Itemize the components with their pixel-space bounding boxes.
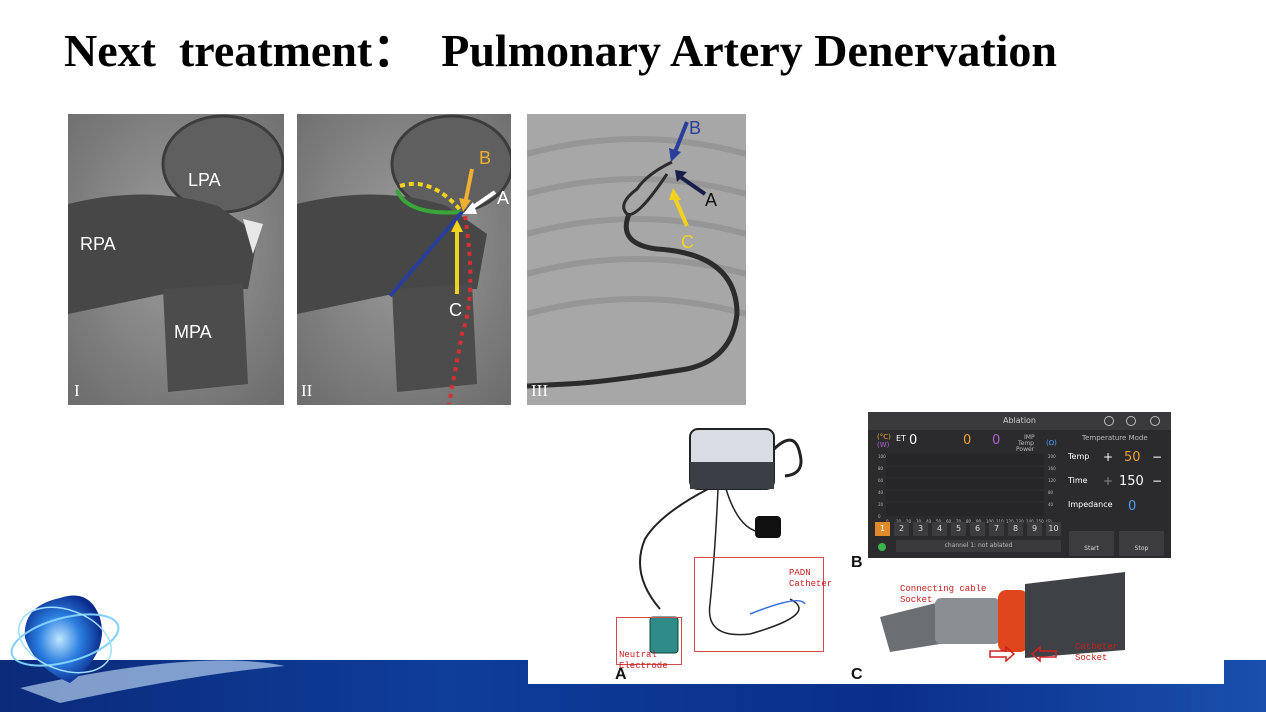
label-rpa: RPA	[80, 234, 116, 254]
legend-temp: Temp	[1018, 440, 1034, 447]
temp-value: 50	[1124, 450, 1141, 465]
channel-button-10[interactable]: 10	[1046, 522, 1061, 536]
channel-status: channel 1: not ablated	[896, 540, 1061, 552]
unit-left-2: (W)	[877, 441, 890, 449]
y-left-tick: 100	[878, 454, 886, 459]
x-axis-tick: 60	[946, 519, 952, 524]
y-left-tick: 40	[878, 490, 884, 495]
channel-button-3[interactable]: 3	[913, 522, 928, 536]
y-left-tick: 20	[878, 502, 884, 507]
console-chart	[886, 454, 1044, 516]
temp-readout: 0	[963, 433, 972, 448]
y-left-tick: 80	[878, 466, 884, 471]
angiography-panel-1: LPA RPA MPA I	[68, 114, 284, 405]
legend-imp: IMP	[1024, 434, 1035, 441]
et-label: ET	[896, 434, 906, 443]
temp-plus-button[interactable]: +	[1103, 450, 1114, 464]
angiography-panel-3: B A C III	[527, 114, 746, 405]
start-button[interactable]: Start	[1069, 531, 1114, 556]
figure-letter-b: B	[851, 554, 863, 571]
x-axis-tick: 110	[996, 519, 1004, 524]
console-title: Ablation	[868, 412, 1171, 430]
y-right-tick: 40	[1048, 502, 1054, 507]
label-b: B	[479, 148, 491, 168]
y-left-tick: 60	[878, 478, 884, 483]
x-axis-tick: 90	[976, 519, 981, 524]
unit-right: (Ω)	[1046, 439, 1057, 447]
label-a: A	[497, 188, 509, 208]
x-axis-tick: 40	[926, 519, 932, 524]
panel-roman-3: III	[531, 381, 548, 400]
channel-button-6[interactable]: 6	[970, 522, 985, 536]
x-axis-tick: 0	[886, 519, 889, 524]
channel-button-7[interactable]: 7	[989, 522, 1004, 536]
x-axis-tick: 120	[1006, 519, 1014, 524]
label-mpa: MPA	[174, 322, 212, 342]
y-right-tick: 80	[1048, 490, 1054, 495]
channel-button-2[interactable]: 2	[894, 522, 909, 536]
neutral-electrode-frame	[616, 617, 682, 665]
x-axis-tick: 30	[916, 519, 921, 524]
settings-icon[interactable]	[1150, 416, 1160, 426]
stop-button[interactable]: Stop	[1119, 531, 1164, 556]
time-minus-button[interactable]: −	[1152, 474, 1163, 488]
figure-letter-a: A	[615, 666, 627, 683]
y-right-tick: 160	[1048, 466, 1056, 471]
x-axis-tick: 50	[936, 519, 941, 524]
label-c: C	[449, 300, 462, 320]
temp-minus-button[interactable]: −	[1152, 450, 1163, 464]
padn-device-drawing	[639, 428, 806, 654]
channel-button-4[interactable]: 4	[932, 522, 947, 536]
x-axis-unit: (S)	[1046, 519, 1052, 524]
power-readout: 0	[992, 433, 1001, 448]
channel-button-1[interactable]: 1	[875, 522, 890, 536]
figure-letter-c: C	[851, 666, 863, 683]
time-label: Time	[1068, 476, 1088, 485]
time-plus-button[interactable]: +	[1103, 474, 1114, 488]
label-c: C	[681, 232, 694, 252]
label-lpa: LPA	[188, 170, 221, 190]
et-value: 0	[909, 433, 918, 448]
x-axis-tick: 80	[966, 519, 972, 524]
angiography-panel-2: B A C II	[297, 114, 511, 405]
y-left-tick: 0	[878, 514, 881, 519]
label-b: B	[689, 118, 701, 138]
time-value: 150	[1119, 474, 1144, 489]
channel-button-9[interactable]: 9	[1027, 522, 1042, 536]
user-icon[interactable]	[1104, 416, 1114, 426]
status-dot	[878, 543, 886, 551]
x-axis-tick: 140	[1026, 519, 1034, 524]
connector-drawing	[880, 572, 1125, 663]
impedance-label: Impedance	[1068, 500, 1113, 509]
x-axis-tick: 100	[986, 519, 994, 524]
layers-icon[interactable]	[1126, 416, 1136, 426]
y-right-tick: 120	[1048, 478, 1056, 483]
x-axis-tick: 70	[956, 519, 961, 524]
x-axis-tick: 150	[1036, 519, 1044, 524]
panel-roman-2: II	[301, 381, 313, 400]
legend-power: Power	[1016, 446, 1035, 453]
unit-left: (°C)	[877, 433, 891, 441]
slide-title: Next treatment： Pulmonary Artery Denerva…	[64, 25, 1057, 76]
padn-catheter-frame	[694, 557, 824, 652]
mode-label: Temperature Mode	[1082, 434, 1148, 442]
label-a: A	[705, 190, 717, 210]
x-axis-tick: 130	[1016, 519, 1024, 524]
x-axis-tick: 20	[906, 519, 911, 524]
panel-roman-1: I	[74, 381, 80, 400]
channel-button-5[interactable]: 5	[951, 522, 966, 536]
y-right-tick: 200	[1048, 454, 1056, 459]
heart-logo	[10, 595, 285, 703]
channel-button-8[interactable]: 8	[1008, 522, 1023, 536]
impedance-value: 0	[1128, 499, 1137, 514]
temp-label: Temp	[1068, 452, 1090, 461]
x-axis-tick: 10	[896, 519, 901, 524]
